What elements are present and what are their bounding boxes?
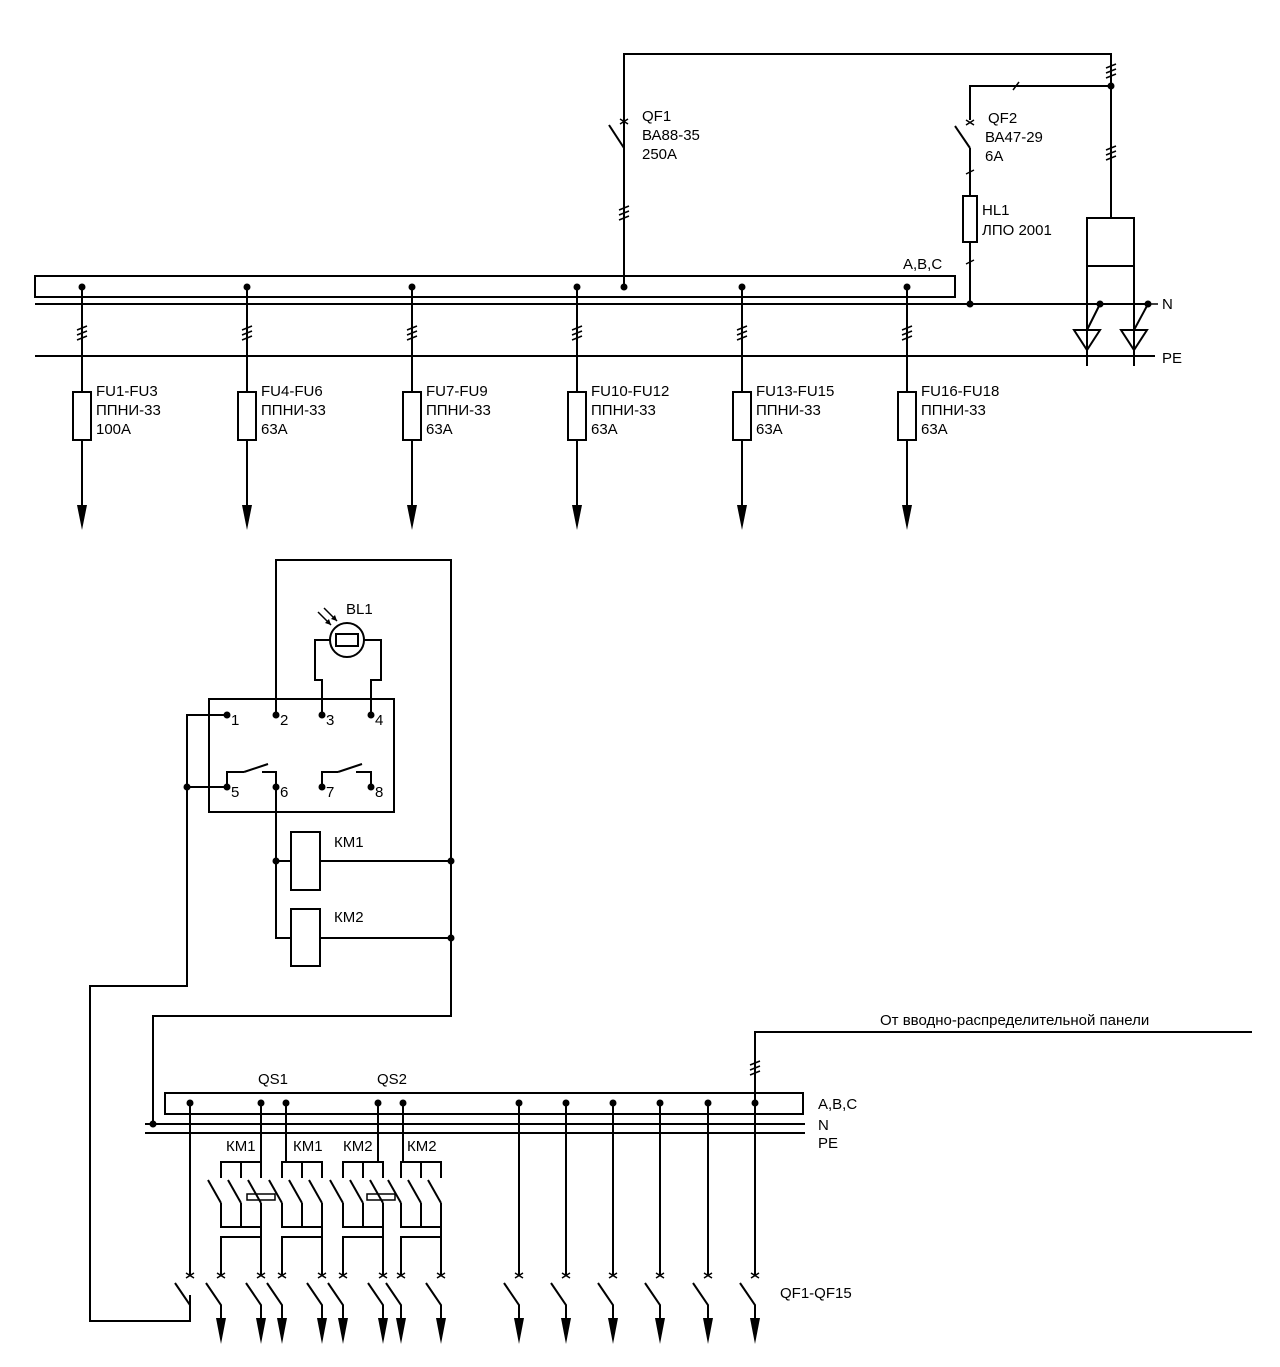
top-switchboard: A,B,C N PE QF1 ВА88-35 250А	[34, 53, 1182, 530]
contactor-contacts: КМ1 КМ1 КМ2 КМ2	[207, 1099, 442, 1275]
fuse-group-label: FU4-FU6	[261, 383, 323, 400]
terminal-label: 3	[326, 712, 334, 729]
relay-terminals: 1 2 3 4 5 6 7 8	[223, 711, 383, 801]
fuse-model: ППНИ-33	[921, 402, 986, 419]
fuse-feeder	[567, 283, 587, 530]
contactor-label: КМ1	[226, 1138, 256, 1155]
surge-arrester	[1072, 217, 1152, 366]
fuse-rating: 63А	[426, 421, 453, 438]
qf2-model: ВА47-29	[985, 129, 1043, 146]
terminal-label: 5	[231, 784, 239, 801]
km1-coil-label: КМ1	[334, 834, 364, 851]
terminal-label: 1	[231, 712, 239, 729]
fuse-group-label: FU16-FU18	[921, 383, 999, 400]
bus-n-label: N	[1162, 296, 1173, 313]
hl1-label: HL1	[982, 202, 1010, 219]
fuse-rating: 100А	[96, 421, 131, 438]
fuse-feeder	[732, 283, 752, 530]
bus-pe-label-bottom: PE	[818, 1135, 838, 1152]
bus-abc-label-bottom: A,B,C	[818, 1096, 857, 1113]
qf2-branch: QF2 ВА47-29 6А HL1 ЛПО 2001	[954, 81, 1117, 308]
fuse-model: ППНИ-33	[426, 402, 491, 419]
contactor-label: КМ2	[343, 1138, 373, 1155]
terminal-label: 4	[375, 712, 383, 729]
qf-breakers: QF1-QF15	[174, 1099, 852, 1344]
qf2-rating: 6А	[985, 148, 1003, 165]
bottom-switchboard: От вводно-распределительной панели A,B,C…	[145, 1012, 1252, 1344]
terminal-label: 8	[375, 784, 383, 801]
bl1-label: BL1	[346, 601, 373, 618]
fuse-group-label: FU10-FU12	[591, 383, 669, 400]
photo-sensor-bl1: BL1	[314, 601, 382, 714]
fuse-model: ППНИ-33	[756, 402, 821, 419]
terminal-label: 7	[326, 784, 334, 801]
fuse-rating: 63А	[591, 421, 618, 438]
fuse-rating: 63А	[756, 421, 783, 438]
km1-coil	[290, 831, 321, 891]
bus-abc-label: A,B,C	[903, 256, 942, 273]
breakers-label: QF1-QF15	[780, 1285, 852, 1302]
bus-n-label-bottom: N	[818, 1117, 829, 1134]
qf1-rating: 250А	[642, 146, 677, 163]
terminal-label: 2	[280, 712, 288, 729]
fuse-feeder	[72, 283, 92, 530]
contactor-coils: КМ1 КМ2	[272, 787, 455, 967]
km2-coil	[290, 908, 321, 967]
fuse-model: ППНИ-33	[261, 402, 326, 419]
fuse-feeder	[237, 283, 257, 530]
fuse-group-label: FU13-FU15	[756, 383, 834, 400]
bus-pe-label: PE	[1162, 350, 1182, 367]
fuse-model: ППНИ-33	[96, 402, 161, 419]
relay-box	[208, 698, 395, 813]
qf2-label: QF2	[988, 110, 1017, 127]
fuse-feeders: FU1-FU3 ППНИ-33 100А FU4-FU6 ППНИ-33 63А…	[72, 283, 999, 530]
fuse-feeder	[897, 283, 917, 530]
fuse-group-label: FU7-FU9	[426, 383, 488, 400]
fuse-rating: 63А	[261, 421, 288, 438]
qf1-model: ВА88-35	[642, 127, 700, 144]
terminal-label: 6	[280, 784, 288, 801]
contactor-label: КМ2	[407, 1138, 437, 1155]
qf1-breaker: QF1 ВА88-35 250А	[608, 53, 1117, 291]
qf1-label: QF1	[642, 108, 671, 125]
busbar-abc	[34, 275, 956, 298]
fuse-model: ППНИ-33	[591, 402, 656, 419]
qs2-label: QS2	[377, 1071, 407, 1088]
hl1-model: ЛПО 2001	[982, 222, 1052, 239]
fuse-rating: 63А	[921, 421, 948, 438]
hl1-lamp	[962, 195, 978, 243]
qs1-label: QS1	[258, 1071, 288, 1088]
busbar-abc-bottom	[164, 1092, 804, 1115]
feed-label: От вводно-распределительной панели	[880, 1012, 1149, 1029]
km2-coil-label: КМ2	[334, 909, 364, 926]
fuse-feeder	[402, 283, 422, 530]
contactor-label: КМ1	[293, 1138, 323, 1155]
photo-relay-circuit: BL1 1 2 3 4 5 6 7 8	[89, 559, 455, 1322]
fuse-group-label: FU1-FU3	[96, 383, 158, 400]
